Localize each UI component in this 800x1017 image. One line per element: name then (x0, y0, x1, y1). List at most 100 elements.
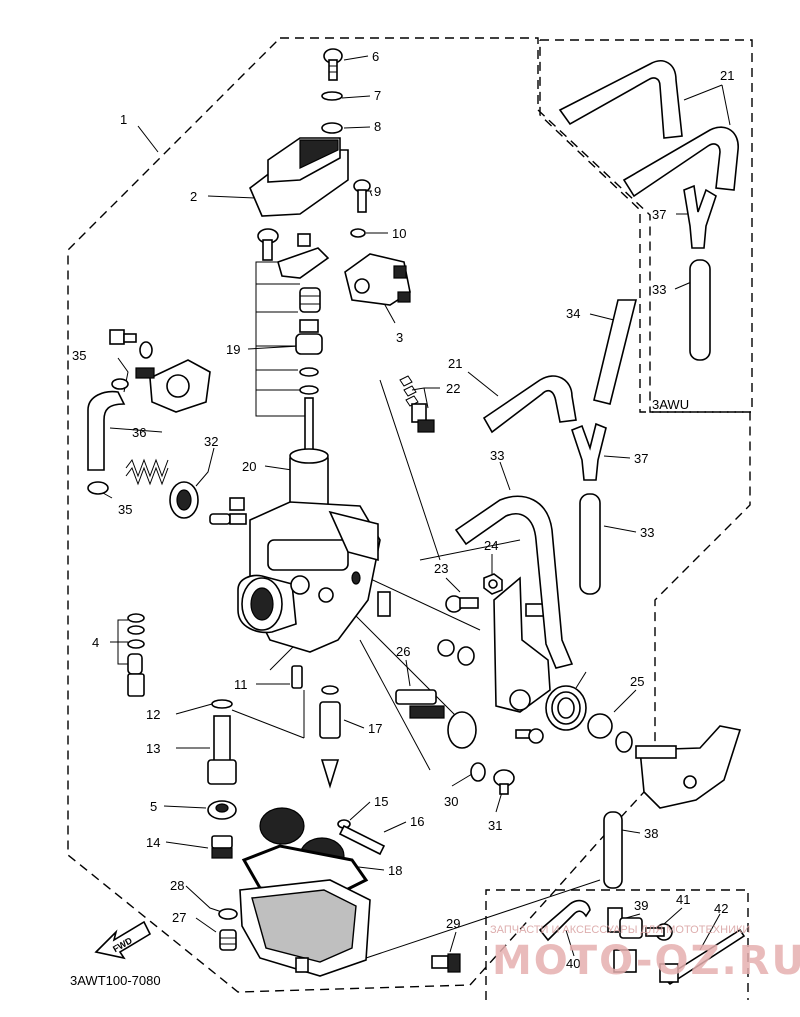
callout-24: 24 (484, 538, 498, 553)
part-30-washer (470, 762, 486, 782)
callout-29: 29 (446, 916, 460, 931)
callout-31: 31 (488, 818, 502, 833)
callout-9: 9 (374, 184, 381, 199)
main-assembly-boundary (67, 37, 751, 993)
part-21-hose-inset-a (558, 60, 683, 139)
callout-30: 30 (444, 794, 458, 809)
part-2-top-cover (249, 137, 349, 217)
callout-18: 18 (388, 863, 402, 878)
callout-1: 1 (120, 112, 127, 127)
callout-21-inset: 21 (720, 68, 734, 83)
part-washer-lever (615, 731, 633, 753)
part-cable-plate (257, 228, 330, 279)
part-40-hose (538, 899, 591, 942)
callout-27: 27 (172, 910, 186, 925)
part-35-clip-upper (111, 378, 129, 390)
callout-26: 26 (396, 644, 410, 659)
callout-17: 17 (368, 721, 382, 736)
callout-34: 34 (566, 306, 580, 321)
parts-drawings (87, 48, 746, 986)
callout-3: 3 (396, 330, 403, 345)
callout-35-lower: 35 (118, 502, 132, 517)
callout-22: 22 (446, 381, 460, 396)
callout-2: 2 (190, 189, 197, 204)
callout-33-right: 33 (640, 525, 654, 540)
part-31-screw (493, 769, 515, 795)
callout-8: 8 (374, 119, 381, 134)
callout-37-main: 37 (634, 451, 648, 466)
part-34-hose (593, 299, 638, 405)
callout-42: 42 (714, 901, 728, 916)
part-17-float-valve (319, 685, 341, 789)
callout-39: 39 (634, 898, 648, 913)
callout-35-upper: 35 (72, 348, 86, 363)
callout-12: 12 (146, 707, 160, 722)
part-6-screw (323, 48, 343, 81)
callout-33-main: 33 (490, 448, 504, 463)
part-28-washer (218, 908, 238, 920)
callout-10: 10 (392, 226, 406, 241)
callout-23: 23 (434, 561, 448, 576)
callout-36: 36 (132, 425, 146, 440)
part-37-y-joint-main (571, 422, 607, 481)
callout-7: 7 (374, 88, 381, 103)
part-throttle-bracket (493, 576, 551, 713)
part-1-carburetor-body (237, 501, 391, 653)
part-14-main-jet (211, 835, 233, 859)
part-33-hose-inset (689, 259, 711, 361)
part-23-screw (445, 595, 479, 613)
part-bracket-screw (515, 728, 544, 744)
watermark: ЗАПЧАСТИ И АКСЕССУАРЫ ДЛЯ МОТОТЕХНИКИ MO… (490, 924, 800, 984)
callout-4: 4 (92, 635, 99, 650)
part-4-pilot-screw (127, 613, 145, 697)
callout-15: 15 (374, 794, 388, 809)
part-26-starter (395, 689, 477, 749)
callout-33-inset: 33 (652, 282, 666, 297)
part-35-clip-lower (87, 481, 109, 495)
part-9-screw (353, 179, 371, 213)
callout-13: 13 (146, 741, 160, 756)
drawing-code: 3AWT100-7080 (70, 973, 161, 988)
dashed-boundaries (67, 37, 753, 1000)
callout-6: 6 (372, 49, 379, 64)
part-37-y-joint-inset (683, 184, 717, 249)
part-42-strap (659, 928, 746, 986)
part-10-clip (350, 228, 366, 238)
part-8-washer (321, 122, 343, 134)
part-5-spacer (207, 800, 237, 820)
part-3-bracket (344, 253, 411, 306)
part-36-hose (87, 390, 126, 471)
part-7-washer (321, 91, 343, 101)
part-27-screw (219, 929, 237, 951)
part-33-hose-right (579, 493, 601, 595)
part-39-fitting (607, 907, 643, 973)
part-25-collar (587, 713, 613, 739)
callout-32: 32 (204, 434, 218, 449)
part-22-screws (399, 375, 435, 433)
watermark-caption: ЗАПЧАСТИ И АКСЕССУАРЫ ДЛЯ МОТОТЕХНИКИ (490, 924, 750, 936)
part-33-hose-main (454, 495, 574, 669)
part-13-needle-jet (207, 715, 237, 785)
part-38-hose (603, 811, 623, 889)
part-screw-near-32 (209, 497, 247, 525)
callout-20: 20 (242, 459, 256, 474)
part-21-hose-main (482, 375, 577, 434)
callout-37-inset: 37 (652, 207, 666, 222)
part-21-hose-inset-b (622, 126, 739, 198)
callout-11: 11 (234, 677, 248, 692)
callout-21-main: 21 (448, 356, 462, 371)
callout-28: 28 (170, 878, 184, 893)
watermark-brand: MOTO-OZ.RU (492, 938, 800, 984)
part-11-jet (291, 665, 303, 689)
part-12-oring (211, 699, 233, 709)
callout-41: 41 (676, 892, 690, 907)
callout-40: 40 (566, 956, 580, 971)
part-e-clip (437, 639, 455, 657)
callout-numbers: 1 2 3 4 5 6 7 8 9 10 11 12 13 14 15 16 1… (72, 49, 734, 971)
part-20-slide-needle (289, 397, 329, 511)
callout-25: 25 (630, 674, 644, 689)
callout-38: 38 (644, 826, 658, 841)
part-32-spring-diaphragm (125, 458, 199, 519)
inset-label: 3AWU (652, 397, 689, 412)
